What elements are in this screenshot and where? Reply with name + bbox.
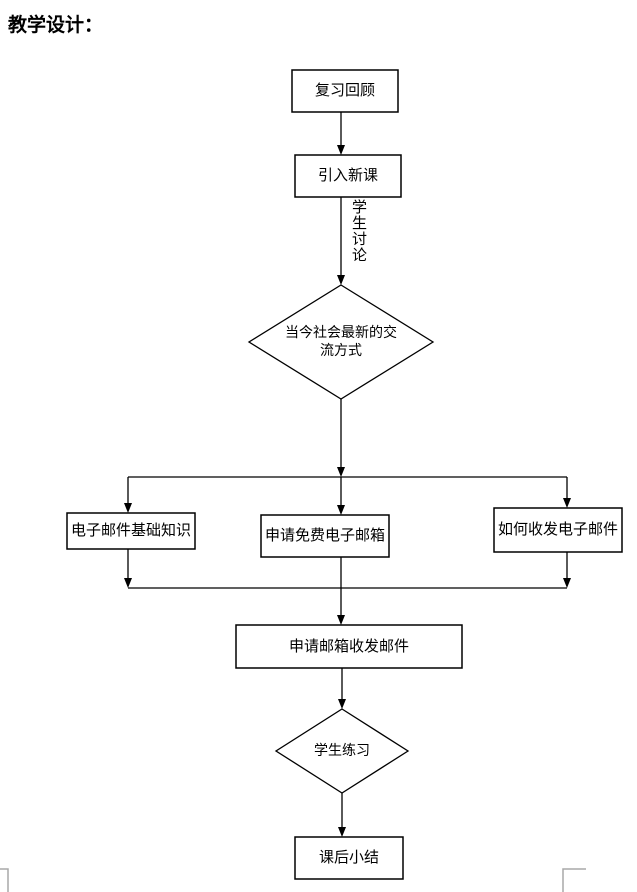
node-how-send-receive-email-box [493,507,623,553]
connector-split-to-email-basics [124,477,132,513]
connector-apply-mailbox-to-practice [338,668,346,709]
node-apply-mailbox-send-receive-box [235,624,463,669]
connector-email-basics-to-merge [124,549,132,588]
connector-split-to-how-send-receive [563,477,571,508]
page-title: 教学设计： [8,14,104,36]
crop-mark-bottom-left-icon [0,868,9,892]
node-email-basics-box [66,512,196,550]
arrowhead-down-icon [337,467,345,477]
node-review-label: 复习回顾 [314,81,375,100]
connector-decision-to-split [337,399,345,477]
arrowhead-down-icon [337,505,345,515]
arrowhead-down-icon [563,578,571,588]
arrowhead-down-icon [124,503,132,513]
node-how-send-receive-email-label: 如何收发电子邮件 [497,520,618,539]
node-apply-free-email-box [260,514,390,558]
arrowhead-down-icon [337,615,345,625]
node-email-basics-label: 电子邮件基础知识 [70,521,191,540]
node-review-box [291,69,399,113]
connector-split-to-apply-free-email [337,477,345,515]
connector-review-to-intro [337,112,345,155]
arrowhead-down-icon [124,578,132,588]
arrowhead-down-icon [563,498,571,508]
connector-intro-to-decision [337,197,345,285]
arrowhead-down-icon [338,827,346,837]
arrowhead-down-icon [337,145,345,155]
arrowhead-down-icon [338,699,346,709]
edge-label-student-discussion: 学生讨论 [350,199,368,263]
connector-apply-free-email-to-apply-mailbox [337,557,345,625]
node-apply-free-email-label: 申请免费电子邮箱 [264,526,385,545]
connector-how-send-receive-to-merge [563,552,571,588]
node-apply-mailbox-send-receive-label: 申请邮箱收发邮件 [288,636,409,655]
node-introduce-new-lesson-box [294,154,402,198]
node-introduce-new-lesson-label: 引入新课 [317,166,378,185]
arrowhead-down-icon [337,275,345,285]
node-decision-communication-label: 当今社会最新的交流方式 [285,324,397,359]
node-student-practice-label: 学生练习 [314,742,370,759]
node-after-class-summary-label: 课后小结 [318,848,379,867]
node-decision-communication-diamond [247,284,435,400]
crop-mark-bottom-right-icon [562,868,586,892]
node-after-class-summary-box [294,836,404,880]
node-student-practice-diamond [274,708,410,794]
connector-practice-to-summary [338,793,346,837]
